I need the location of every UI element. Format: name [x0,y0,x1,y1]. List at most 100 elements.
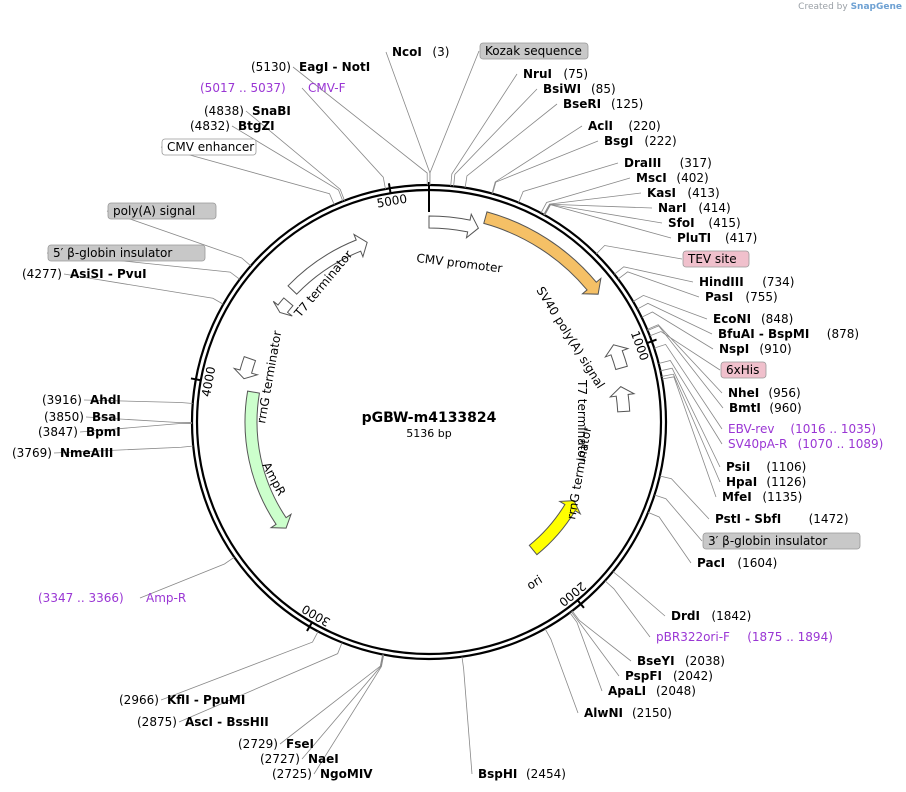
plasmid-length: 5136 bp [406,427,451,440]
leader-line [160,631,319,701]
enzyme-position: (2875) [137,715,177,729]
enzyme-position: (3916) [42,393,82,407]
enzyme-position: (402) [676,171,708,185]
enzyme-position: (2727) [260,752,300,766]
site-labels: NcoI(3)(5130)EagI - NotI(4838)SnaBI(4832… [12,42,884,781]
tick-mark [387,183,392,194]
enzyme-name: BseRI [563,97,601,111]
tick-mark [190,377,201,382]
feature-label-ori: ori [524,572,545,592]
leader-line [231,125,344,202]
feature-label-t7-terminator-right: T7 terminator [575,379,589,463]
enzyme-position: (1106) [766,460,806,474]
leader-line [595,245,683,260]
enzyme-name: BsiWI [543,82,581,96]
enzyme-position: (2042) [673,669,713,683]
feature-tag-label: TEV site [687,252,737,266]
enzyme-name: BsaI [92,410,121,424]
feature-label-sv40-polya: SV40 poly(A) signal [533,284,607,391]
feature-arrow[interactable] [244,390,293,529]
leader-line [614,266,694,283]
enzyme-name: PstI - SbfI [715,512,781,526]
feature-arrow[interactable] [287,233,368,295]
primer-name: CMV-F [308,81,346,95]
leader-line [543,192,642,215]
leader-line [492,140,599,194]
enzyme-name: SfoI [668,216,695,230]
leader-line [617,271,700,298]
leader-line [544,628,579,714]
enzyme-name: SnaBI [252,104,291,118]
feature-arrow[interactable] [528,500,582,556]
feature-arrow[interactable] [428,212,480,240]
leader-line [83,399,193,404]
feature-tag-label: 6xHis [726,363,759,377]
enzyme-position: (1604) [737,556,777,570]
feature-arrow[interactable] [272,297,294,317]
primer-range: (5017 .. 5037) [200,81,286,95]
feature-tag-box [107,202,217,220]
feature-arrow[interactable] [483,211,602,295]
enzyme-name: NheI [728,386,759,400]
feature-arrow[interactable] [604,344,630,371]
primer-name: Amp-R [146,591,186,605]
feature-arrow[interactable] [608,386,636,413]
leader-line [106,210,251,267]
leader-line [450,73,518,187]
enzyme-position: (3847) [38,425,78,439]
enzyme-name: AlwNI [584,706,623,720]
feature-tag-box [682,250,750,268]
enzyme-position: (2725) [272,767,312,781]
leader-line [301,654,384,760]
enzyme-name: PasI [705,290,733,304]
enzyme-position: (1135) [762,490,802,504]
leader-line [63,273,224,305]
feature-tag-label: 5′ β-globin insulator [53,246,172,260]
feature-tag-box [479,42,589,60]
enzyme-name: MscI [636,171,667,185]
enzyme-position: (2729) [238,737,278,751]
plasmid-name: pGBW-m4133824 [362,410,497,426]
leader-line [85,416,193,424]
leader-line [453,88,538,187]
snapgene-logo: SnapGene [850,2,902,12]
enzyme-position: (2038) [685,654,725,668]
enzyme-name: NaeI [308,752,339,766]
enzyme-position: (5130) [251,60,291,74]
enzyme-position: (755) [745,290,777,304]
feature-arrow[interactable] [232,355,260,380]
feature-tag-label: 3′ β-globin insulator [708,534,827,548]
leader-line [612,571,666,617]
enzyme-name: DrdI [671,609,700,623]
enzyme-position: (848) [761,312,793,326]
enzyme-name: NruI [523,67,552,81]
primer-range: (1070 .. 1089) [798,437,884,451]
leader-lines [46,50,724,775]
primer-name: pBR322ori-F [656,630,730,644]
enzyme-name: BtgZI [238,119,275,133]
enzyme-position: (2966) [119,693,159,707]
enzyme-position: (1472) [809,512,849,526]
feature-tag-box [161,138,257,156]
enzyme-name: AclI [588,119,613,133]
enzyme-position: (413) [687,186,719,200]
primer-name: EBV-rev [728,422,774,436]
enzyme-name: HindIII [699,275,744,289]
leader-line [279,654,384,745]
leader-line [647,324,723,394]
enzyme-name: BmtI [729,401,761,415]
leader-line [649,331,721,371]
leader-line [518,162,619,203]
enzyme-name: DraIII [624,156,661,170]
feature-tag-box [702,532,861,550]
feature-tag-box [47,244,206,262]
enzyme-position: (85) [591,82,616,96]
primer-range: (3347 .. 3366) [38,591,124,605]
tick-mark [576,599,585,609]
leader-line [647,325,724,409]
enzyme-name: ApaLI [608,684,646,698]
leader-line [301,87,386,190]
enzyme-position: (125) [611,97,643,111]
enzyme-name: PspFI [625,669,662,683]
leader-line [53,445,194,454]
